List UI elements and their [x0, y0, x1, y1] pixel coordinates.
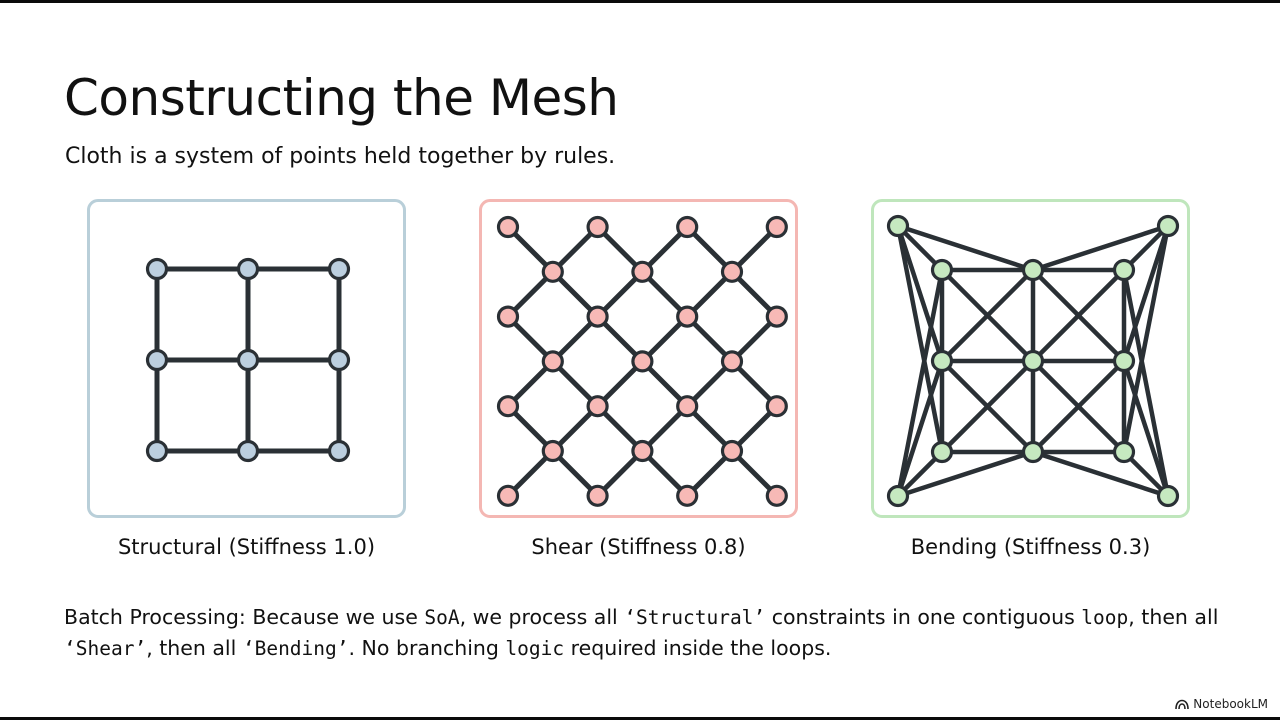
constraint-edge [1121, 223, 1171, 455]
mass-point-node [765, 215, 788, 239]
constraint-edge [895, 267, 945, 499]
note-text: constraints in one contiguous [765, 605, 1082, 629]
notebooklm-brand: NotebookLM [1175, 697, 1268, 711]
mass-point-node [586, 305, 609, 328]
mass-point-node [541, 350, 564, 373]
mass-point-node [586, 484, 609, 507]
note-text: . No branching [348, 636, 506, 660]
mass-point-node [676, 305, 699, 328]
mass-point-node [327, 439, 351, 463]
mass-point-node [930, 440, 954, 464]
mass-point-node [765, 395, 788, 418]
mass-point-node [886, 484, 910, 508]
slide-title: Constructing the Mesh [64, 69, 619, 127]
bottom-rule [0, 717, 1280, 720]
mass-point-node [886, 214, 910, 238]
mass-point-node [720, 350, 744, 373]
mass-point-node [1112, 349, 1136, 373]
mass-point-node [1021, 349, 1045, 373]
bending-caption: Bending (Stiffness 0.3) [910, 535, 1151, 559]
structural-constraints [154, 266, 342, 454]
bending-mesh-diagram [886, 214, 1180, 508]
mass-point-node [145, 257, 169, 281]
structural-points [145, 257, 351, 463]
mass-point-node [1021, 440, 1045, 464]
mass-point-node [541, 439, 564, 463]
constraint-edge [1121, 223, 1171, 364]
notebooklm-logo-icon [1175, 699, 1190, 709]
constraint-edge [1030, 358, 1127, 455]
top-rule [0, 0, 1280, 3]
mass-point-node [765, 484, 788, 507]
mass-point-node [930, 258, 954, 282]
bending-panel [871, 199, 1190, 518]
mass-point-node [676, 395, 699, 418]
mass-point-node [1156, 484, 1180, 508]
mass-point-node [676, 484, 699, 507]
mass-point-node [236, 348, 260, 372]
brand-label: NotebookLM [1193, 697, 1268, 711]
note-code: ‘Shear’ [64, 637, 147, 660]
note-text: , we process all [459, 605, 625, 629]
note-code: ‘Bending’ [242, 637, 349, 660]
shear-lattice-diagram [496, 215, 788, 507]
structural-panel [87, 199, 406, 518]
note-code: logic [505, 637, 565, 660]
structural-grid-diagram [145, 257, 351, 463]
mass-point-node [631, 350, 654, 373]
mass-point-node [496, 215, 520, 239]
mass-point-node [1112, 440, 1136, 464]
mass-point-node [676, 215, 699, 239]
mass-point-node [586, 395, 609, 418]
constraint-edge [939, 358, 1036, 455]
note-code: ‘Structural’ [624, 606, 766, 629]
mass-point-node [586, 215, 609, 239]
mass-point-node [765, 305, 788, 328]
constraint-edge [1121, 358, 1171, 499]
constraint-edge [895, 223, 1036, 273]
note-code: SoA [424, 606, 460, 629]
batch-processing-note: Batch Processing: Because we use SoA, we… [64, 602, 1244, 664]
constraint-edge [939, 267, 1036, 364]
mass-point-node [541, 260, 564, 283]
mass-point-node [930, 349, 954, 373]
mass-point-node [236, 257, 260, 281]
mass-point-node [720, 260, 744, 283]
mass-point-node [1156, 214, 1180, 238]
note-text: Batch Processing: Because we use [64, 605, 425, 629]
mass-point-node [496, 395, 520, 418]
note-code: loop [1081, 606, 1129, 629]
mass-point-node [631, 439, 654, 463]
mass-point-node [496, 305, 520, 328]
structural-caption: Structural (Stiffness 1.0) [117, 535, 376, 559]
mass-point-node [1112, 258, 1136, 282]
constraint-edge [895, 449, 1036, 499]
note-text: , then all [146, 636, 243, 660]
note-text: , then all [1128, 605, 1219, 629]
mass-point-node [327, 348, 351, 372]
mass-point-node [327, 257, 351, 281]
constraint-edge [895, 223, 945, 455]
mass-point-node [145, 439, 169, 463]
mass-point-node [145, 348, 169, 372]
slide-subtitle: Cloth is a system of points held togethe… [65, 144, 616, 169]
constraint-edge [895, 358, 945, 499]
shear-caption: Shear (Stiffness 0.8) [531, 535, 746, 559]
mass-point-node [1021, 258, 1045, 282]
note-text: required inside the loops. [564, 636, 832, 660]
mass-point-node [720, 439, 744, 463]
constraint-edge [1030, 449, 1171, 499]
mass-point-node [631, 260, 654, 283]
constraint-edge [1030, 223, 1171, 273]
mass-point-node [496, 484, 520, 507]
constraint-edge [1030, 267, 1127, 364]
constraint-edge [1121, 267, 1171, 499]
shear-panel [479, 199, 798, 518]
shear-points [496, 215, 788, 507]
mass-point-node [236, 439, 260, 463]
constraint-edge [895, 223, 945, 364]
bending-points [886, 214, 1180, 508]
